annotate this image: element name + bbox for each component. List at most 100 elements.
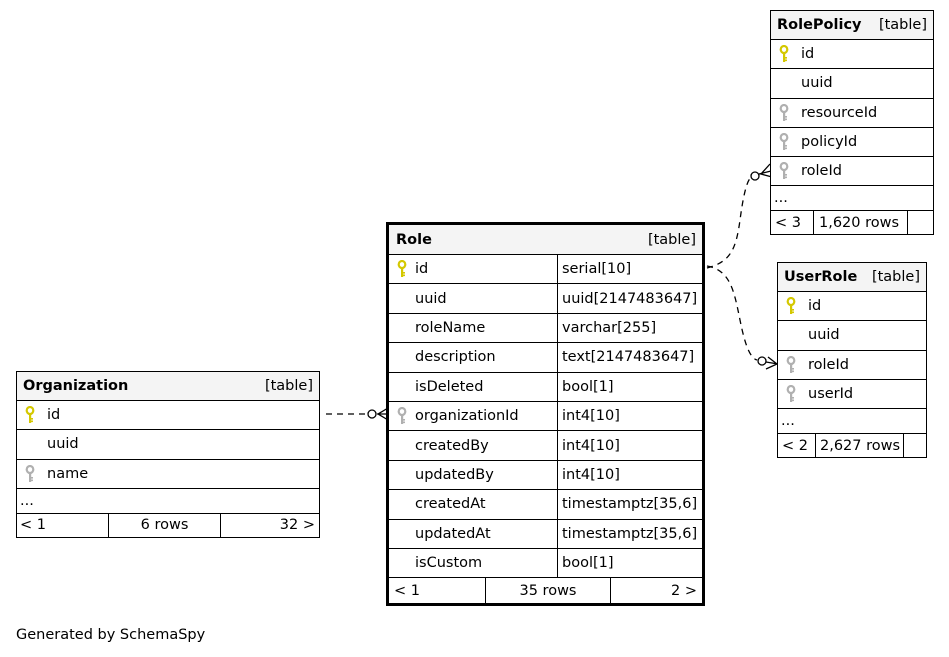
- foreign-key-icon: [771, 99, 797, 127]
- column-name: id: [801, 46, 815, 63]
- primary-key-icon: [17, 401, 43, 429]
- no-key-spacer: [778, 321, 804, 349]
- no-key-spacer: [389, 431, 415, 459]
- children-link[interactable]: 2 >: [610, 578, 702, 604]
- table-name: Organization: [23, 378, 129, 394]
- more-columns: ...: [771, 186, 933, 212]
- column-row[interactable]: id: [778, 292, 926, 322]
- column-row[interactable]: roleId: [778, 351, 926, 380]
- table-footer: < 1 35 rows 2 >: [389, 578, 702, 604]
- column-type: timestamptz[35,6]: [557, 490, 702, 519]
- column-name: id: [47, 407, 61, 424]
- edge-role-rolepolicy: [706, 163, 773, 269]
- table-name: Role: [396, 231, 432, 248]
- column-list: id uuid name: [17, 401, 319, 489]
- column-name: resourceId: [801, 104, 878, 121]
- no-key-spacer: [389, 373, 415, 401]
- table-header[interactable]: UserRole [table]: [778, 263, 926, 292]
- column-row[interactable]: uuid: [17, 430, 319, 460]
- children-link[interactable]: 32 >: [220, 513, 319, 537]
- parents-link[interactable]: < 1: [394, 582, 420, 599]
- row-count: 35 rows: [485, 578, 610, 604]
- column-row[interactable]: name: [17, 460, 319, 489]
- column-name: uuid: [808, 327, 840, 344]
- table-rolepolicy[interactable]: RolePolicy [table] id uuid resourceId polic…: [770, 10, 934, 236]
- column-row[interactable]: createdAt timestamptz[35,6]: [389, 490, 702, 520]
- column-type: int4[10]: [557, 460, 702, 490]
- column-name: createdAt: [415, 496, 486, 513]
- column-row[interactable]: uuid: [778, 321, 926, 351]
- column-name: updatedBy: [415, 466, 494, 483]
- column-name: roleName: [415, 319, 486, 336]
- foreign-key-icon: [771, 157, 797, 185]
- column-row[interactable]: roleId: [771, 157, 933, 187]
- column-row[interactable]: createdBy int4[10]: [389, 431, 702, 461]
- primary-key-icon: [771, 40, 797, 68]
- parents-link[interactable]: < 2: [782, 437, 808, 454]
- column-name: description: [415, 349, 496, 366]
- column-row[interactable]: id: [17, 401, 319, 431]
- no-key-spacer: [389, 314, 415, 342]
- column-row[interactable]: description text[2147483647]: [389, 343, 702, 373]
- column-name: uuid: [801, 75, 833, 92]
- edge-organization-role: [326, 407, 389, 421]
- column-row[interactable]: policyId: [771, 128, 933, 158]
- foreign-key-icon: [17, 460, 43, 488]
- edge-role-userrole: [706, 265, 779, 370]
- row-count: 2,627 rows: [815, 434, 903, 458]
- primary-key-icon: [778, 292, 804, 320]
- table-footer: < 2 2,627 rows: [778, 434, 926, 458]
- column-name: organizationId: [415, 408, 519, 425]
- children-link[interactable]: [907, 211, 933, 235]
- parents-link[interactable]: < 1: [20, 517, 46, 534]
- table-footer: < 3 1,620 rows: [771, 211, 933, 235]
- table-kind: [table]: [871, 269, 920, 285]
- column-row[interactable]: id: [771, 40, 933, 70]
- column-type: text[2147483647]: [557, 343, 702, 372]
- column-type: int4[10]: [557, 401, 702, 431]
- column-name: id: [808, 298, 822, 315]
- foreign-key-icon: [771, 128, 797, 156]
- column-name: uuid: [415, 290, 447, 307]
- children-link[interactable]: [903, 434, 926, 458]
- column-row[interactable]: isCustom bool[1]: [389, 548, 702, 579]
- table-header[interactable]: Role [table]: [389, 225, 702, 255]
- column-name: isCustom: [415, 555, 483, 572]
- column-type: int4[10]: [557, 431, 702, 460]
- table-header[interactable]: Organization [table]: [17, 372, 319, 401]
- column-row[interactable]: userId: [778, 380, 926, 410]
- column-name: uuid: [47, 436, 79, 453]
- column-row[interactable]: updatedBy int4[10]: [389, 460, 702, 491]
- column-row[interactable]: resourceId: [771, 99, 933, 128]
- column-name: createdBy: [415, 437, 489, 454]
- column-name: roleId: [801, 163, 842, 180]
- more-columns: ...: [778, 409, 926, 435]
- row-count: 1,620 rows: [813, 211, 907, 235]
- no-key-spacer: [389, 284, 415, 312]
- column-name: name: [47, 465, 89, 482]
- column-row[interactable]: organizationId int4[10]: [389, 401, 702, 432]
- table-header[interactable]: RolePolicy [table]: [771, 11, 933, 40]
- column-name: updatedAt: [415, 525, 491, 542]
- column-row[interactable]: uuid: [771, 69, 933, 99]
- foreign-key-icon: [778, 351, 804, 379]
- no-key-spacer: [389, 343, 415, 371]
- foreign-key-icon: [389, 402, 415, 430]
- more-columns: ...: [17, 489, 319, 514]
- column-type: bool[1]: [557, 548, 702, 578]
- parents-link[interactable]: < 3: [775, 214, 801, 231]
- table-kind: [table]: [878, 17, 927, 33]
- table-kind: [table]: [647, 231, 696, 248]
- no-key-spacer: [389, 490, 415, 518]
